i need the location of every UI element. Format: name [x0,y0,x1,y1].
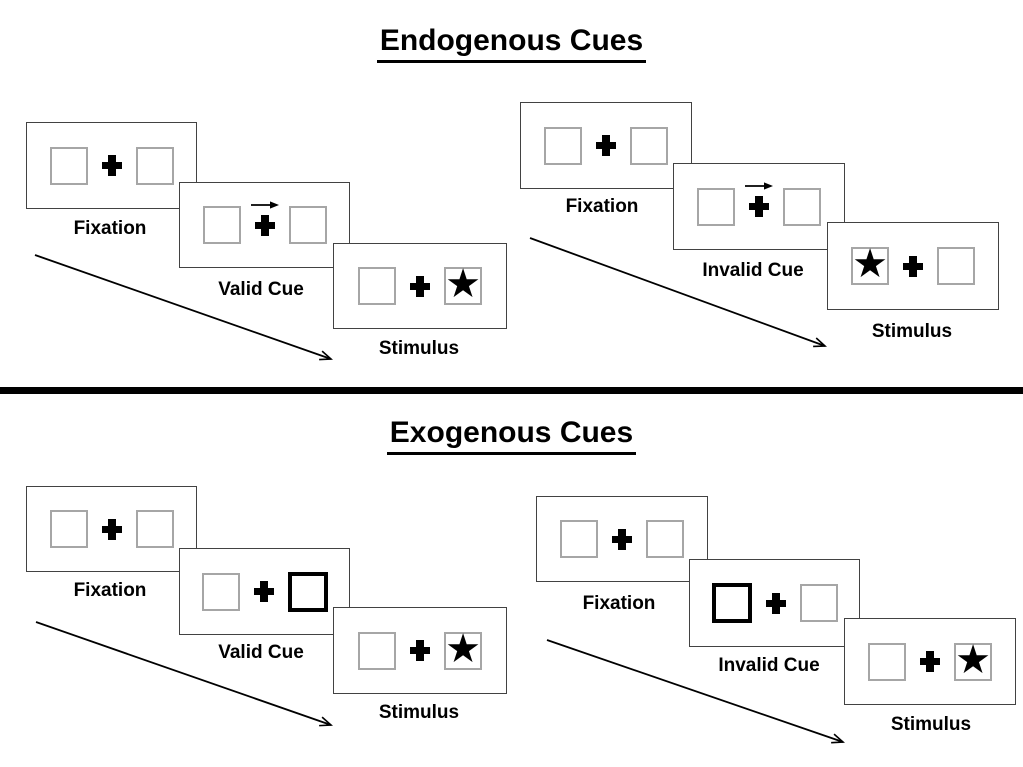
section-title-endogenous: Endogenous Cues [0,24,1023,63]
display-row: ★ [851,242,975,286]
exo-valid-cue-panel [179,548,350,635]
panel-label: Fixation [565,196,639,217]
panel-label: Stimulus [890,714,972,735]
left-box [358,267,396,305]
left-box [202,206,241,244]
exo-invalid-stimulus-panel: ★ [844,618,1016,705]
display-row [202,200,327,244]
arrow-right-cue-icon [745,182,773,190]
endo-valid-cue-panel [179,182,350,268]
right-box [630,126,668,165]
panel-label: Fixation [73,580,147,601]
right-box [288,206,327,244]
fixation-cross-icon [745,182,773,217]
panel-label: Fixation [73,218,147,239]
left-box [358,631,396,670]
exo-invalid-cue-panel [689,559,860,647]
right-box-with-target: ★ [954,637,992,682]
display-row [560,520,684,558]
left-box [201,572,240,611]
panel-label: Fixation [582,593,656,614]
right-box [783,187,821,226]
panel-label: Stimulus [378,702,460,723]
left-box [49,146,88,185]
right-box [937,247,975,285]
arrow-right-cue-icon [250,200,279,209]
star-icon: ★ [445,626,481,671]
star-icon: ★ [445,262,481,306]
right-box-with-target: ★ [444,262,482,306]
fixation-cross-icon [410,275,430,297]
fixation-cross-icon [903,255,923,277]
left-box [544,126,582,165]
display-row [711,583,838,623]
fixation-cross-icon [253,581,274,602]
right-box [646,520,684,558]
fixation-cross-icon [765,592,786,614]
display-row [49,510,174,548]
panel-label: Invalid Cue [718,655,820,676]
right-box [799,584,838,622]
right-box [135,510,174,548]
timeline-arrow-exogenous-valid [35,621,333,727]
display-row [201,571,328,612]
section-divider [0,387,1023,394]
exo-valid-stimulus-panel: ★ [333,607,507,694]
fixation-cross-icon [101,518,122,540]
display-row: ★ [358,262,482,306]
left-box-highlight-cue [711,583,752,623]
section-title-text: Exogenous Cues [386,416,637,455]
timeline-arrow-endogenous-valid [34,254,333,361]
star-icon: ★ [955,637,991,682]
display-row [697,182,821,226]
panel-label: Valid Cue [218,642,304,663]
right-box-with-target: ★ [444,626,482,671]
display-row [49,146,174,185]
section-title-text: Endogenous Cues [376,24,647,63]
endo-invalid-fixation-panel [520,102,692,189]
endo-invalid-cue-panel [673,163,845,250]
exo-valid-fixation-panel [26,486,197,572]
panel-label: Stimulus [871,321,953,342]
fixation-cross-icon [410,640,430,661]
endo-valid-fixation-panel [26,122,197,209]
left-box [868,642,906,681]
left-box-with-target: ★ [851,242,889,286]
display-row: ★ [868,637,992,682]
display-row [544,126,668,165]
fixation-cross-icon [920,651,940,672]
panel-label: Valid Cue [218,279,304,300]
right-box [135,146,174,185]
fixation-cross-icon [596,135,616,156]
right-box-highlight-cue [287,571,328,612]
fixation-cross-icon [250,200,279,236]
panel-label: Invalid Cue [702,260,804,281]
endo-invalid-stimulus-panel: ★ [827,222,999,310]
fixation-cross-icon [101,155,122,176]
exo-invalid-fixation-panel [536,496,708,582]
section-title-exogenous: Exogenous Cues [0,416,1023,455]
timeline-arrow-endogenous-invalid [529,237,827,348]
display-row: ★ [358,626,482,671]
left-box [697,187,735,226]
left-box [560,520,598,558]
endo-valid-stimulus-panel: ★ [333,243,507,329]
timeline-arrow-exogenous-invalid [546,639,845,744]
left-box [49,510,88,548]
fixation-cross-icon [612,528,632,550]
panel-label: Stimulus [378,338,460,359]
star-icon: ★ [852,242,888,286]
